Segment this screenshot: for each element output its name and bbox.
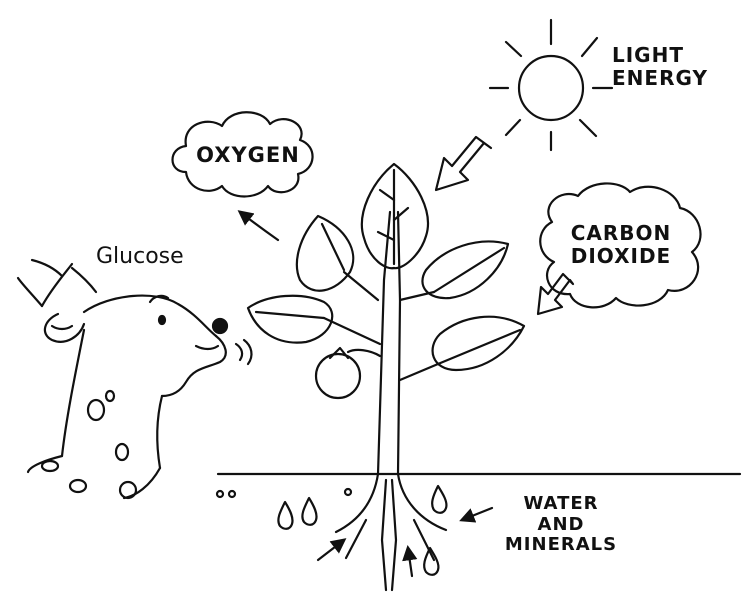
light-energy-label: LIGHT ENERGY bbox=[612, 44, 708, 90]
water-arrow-icon bbox=[316, 538, 347, 562]
carbon-dioxide-cloud-icon bbox=[539, 182, 702, 309]
tomato-fruit-icon bbox=[314, 352, 362, 400]
oxygen-arrow-icon bbox=[237, 210, 280, 242]
water-minerals-line-3: MINERALS bbox=[504, 534, 618, 556]
light-energy-line-1: LIGHT bbox=[612, 43, 684, 67]
carbon-dioxide-line-2: DIOXIDE bbox=[570, 244, 672, 268]
water-drop-icon bbox=[215, 484, 448, 576]
carbon-dioxide-label: CARBON DIOXIDE bbox=[552, 222, 690, 268]
water-minerals-line-2: AND bbox=[537, 513, 585, 535]
water-arrow-icon bbox=[402, 544, 418, 578]
oxygen-cloud-icon bbox=[171, 111, 314, 198]
glucose-label: Glucose bbox=[96, 244, 184, 269]
plant-icon bbox=[246, 162, 526, 592]
oxygen-label: OXYGEN bbox=[196, 143, 300, 167]
carbon-dioxide-line-1: CARBON bbox=[570, 221, 672, 245]
water-minerals-label: WATER AND MINERALS bbox=[498, 493, 624, 556]
carbon-dioxide-arrow-icon bbox=[536, 272, 575, 316]
light-energy-line-2: ENERGY bbox=[612, 66, 708, 90]
water-minerals-line-1: WATER bbox=[523, 493, 599, 514]
water-arrow-icon bbox=[459, 506, 494, 523]
sun-icon bbox=[488, 18, 614, 152]
deer-icon bbox=[16, 258, 253, 500]
light-arrow-icon bbox=[434, 135, 493, 192]
